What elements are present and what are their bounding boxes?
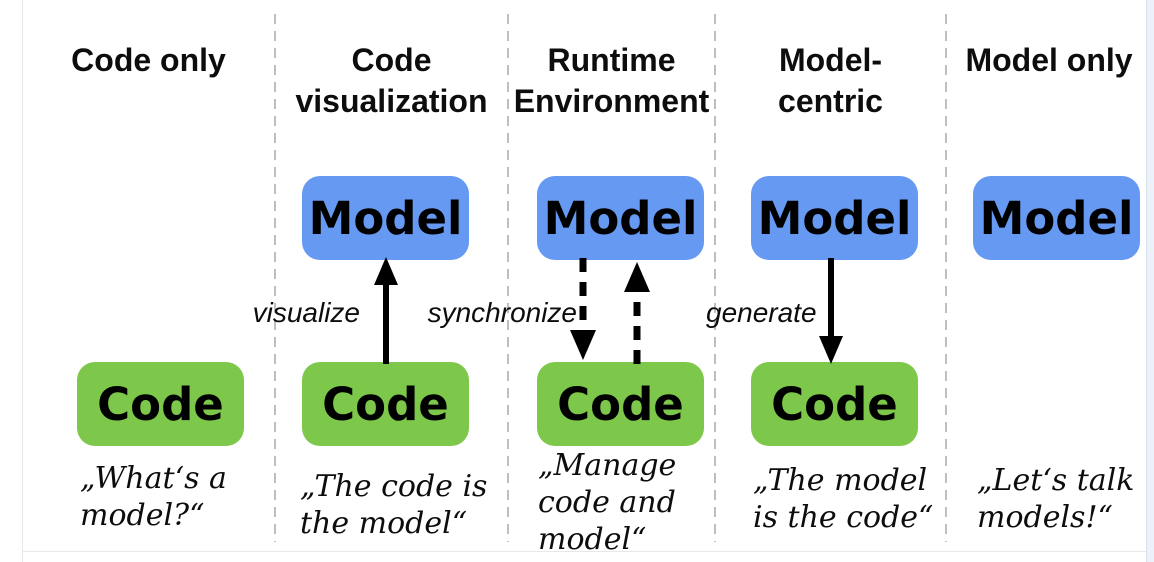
code-box-code-visualization: Code (302, 362, 469, 446)
synchronize-label: synchronize (427, 297, 577, 328)
title-line: Model- (778, 42, 883, 78)
column-title-code-visualization: Code visualization (275, 40, 508, 122)
quote-line: code and (538, 485, 676, 520)
quote-line: „Manage (538, 448, 677, 483)
column-title-code-only: Code only (22, 40, 275, 81)
title-line: Environment (513, 83, 710, 119)
title-line: Model only (965, 42, 1133, 78)
code-box-label: Code (97, 377, 224, 431)
model-box-runtime-environment: Model (537, 176, 704, 260)
model-box-code-visualization: Model (302, 176, 469, 260)
quote-line: the model“ (300, 506, 468, 541)
code-box-code-only: Code (77, 362, 244, 446)
column-divider-4 (945, 14, 947, 542)
model-box-model-centric: Model (751, 176, 918, 260)
synchronize-arrow-up (624, 262, 650, 364)
column-title-model-centric: Model- centric (715, 40, 946, 122)
model-box-label: Model (543, 191, 698, 245)
quote-code-visualization: „The code is the model“ (300, 468, 487, 542)
column-divider-1 (274, 14, 276, 542)
column-title-model-only: Model only (946, 40, 1152, 81)
column-divider-2 (507, 14, 509, 542)
quote-line: „The model (753, 463, 928, 498)
slide-right-margin (1147, 0, 1154, 562)
model-box-label: Model (308, 191, 463, 245)
model-box-label: Model (757, 191, 912, 245)
code-box-runtime-environment: Code (537, 362, 704, 446)
quote-runtime-environment: „Manage code and model“ (538, 447, 676, 558)
title-line: visualization (295, 83, 488, 119)
quote-line: „The code is (300, 469, 488, 504)
title-line: Code (351, 42, 432, 78)
code-box-label: Code (557, 377, 684, 431)
quote-code-only: „What‘s a model?“ (80, 460, 227, 534)
column-title-runtime-environment: Runtime Environment (508, 40, 715, 122)
quote-model-centric: „The model is the code“ (753, 462, 933, 536)
visualize-arrow (374, 257, 398, 364)
slide-right-edge (1146, 0, 1147, 562)
quote-line: is the code“ (753, 500, 934, 535)
slide-bottom-edge (22, 551, 1147, 552)
visualize-label: visualize (252, 297, 360, 328)
generate-label: generate (706, 297, 817, 328)
generate-arrow (819, 258, 843, 364)
slide-left-edge (22, 0, 23, 562)
quote-line: „Let‘s talk (977, 463, 1135, 498)
model-box-label: Model (979, 191, 1134, 245)
code-box-model-centric: Code (751, 362, 918, 446)
title-line: Code only (71, 42, 226, 78)
code-box-label: Code (322, 377, 449, 431)
title-line: Runtime (547, 42, 676, 78)
column-divider-3 (714, 14, 716, 542)
quote-line: models!“ (977, 500, 1113, 535)
quote-line: model“ (538, 522, 647, 557)
quote-model-only: „Let‘s talk models!“ (977, 462, 1134, 536)
model-box-model-only: Model (973, 176, 1140, 260)
code-box-label: Code (771, 377, 898, 431)
quote-line: „What‘s a (80, 461, 227, 496)
quote-line: model?“ (80, 498, 205, 533)
title-line: centric (778, 83, 883, 119)
